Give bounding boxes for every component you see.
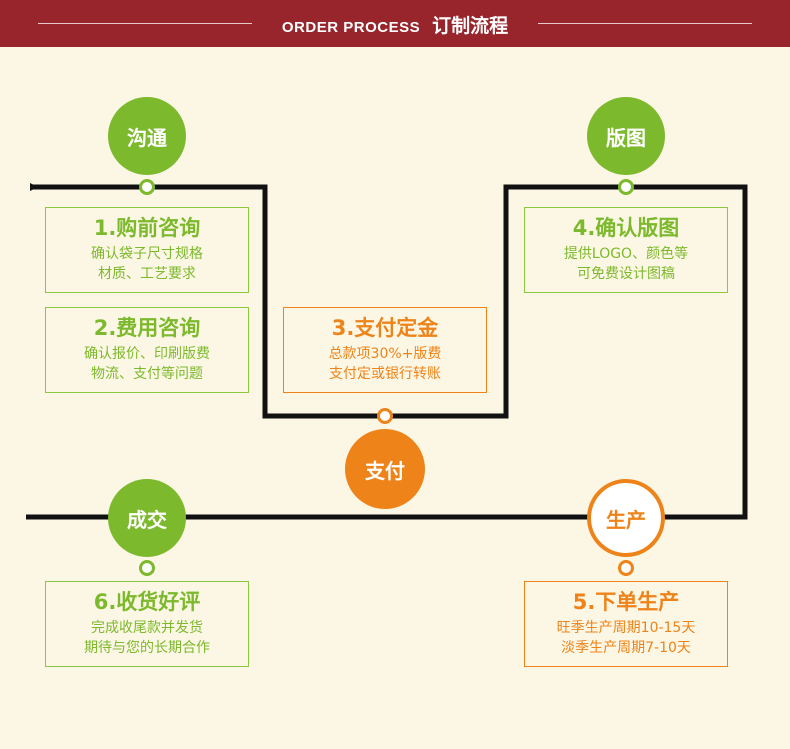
step-4-box: 4.确认版图 提供LOGO、颜色等 可免费设计图稿 — [524, 207, 728, 293]
produce-circle: 生产 — [587, 479, 665, 557]
header-right-rule — [538, 23, 752, 24]
step-3-text-2: 支付定或银行转账 — [329, 366, 441, 382]
layout-circle: 版图 — [587, 97, 665, 175]
layout-dot — [618, 179, 634, 195]
header-banner: ORDER PROCESS 订制流程 — [0, 0, 790, 47]
step-4-title: 4.确认版图 — [572, 216, 680, 240]
step-5-text-1: 旺季生产周期10-15天 — [556, 620, 696, 636]
produce-dot — [618, 560, 634, 576]
layout-label: 版图 — [606, 125, 646, 150]
deal-label: 成交 — [127, 507, 167, 532]
page-title: ORDER PROCESS 订制流程 — [0, 11, 790, 38]
step-6-text-1: 完成收尾款并发货 — [91, 620, 203, 636]
step-3-box: 3.支付定金 总款项30%+版费 支付定或银行转账 — [283, 307, 487, 393]
upper-process-path — [30, 184, 748, 520]
step-2-box: 2.费用咨询 确认报价、印刷版费 物流、支付等问题 — [45, 307, 249, 393]
step-6-box: 6.收货好评 完成收尾款并发货 期待与您的长期合作 — [45, 581, 249, 667]
produce-label: 生产 — [606, 507, 646, 532]
pay-circle: 支付 — [345, 429, 425, 509]
deal-dot — [139, 560, 155, 576]
header-left-rule — [38, 23, 252, 24]
step-5-title: 5.下单生产 — [572, 590, 680, 614]
step-5-box: 5.下单生产 旺季生产周期10-15天 淡季生产周期7-10天 — [524, 581, 728, 667]
title-en: ORDER PROCESS — [281, 19, 421, 36]
pay-dot — [377, 408, 393, 424]
step-5-text-2: 淡季生产周期7-10天 — [561, 640, 691, 656]
step-4-text-2: 可免费设计图稿 — [577, 266, 675, 282]
step-2-text-1: 确认报价、印刷版费 — [84, 346, 210, 362]
step-6-text-2: 期待与您的长期合作 — [84, 640, 210, 656]
communicate-circle: 沟通 — [108, 97, 186, 175]
step-2-title: 2.费用咨询 — [93, 316, 201, 340]
step-2-text-2: 物流、支付等问题 — [91, 366, 203, 382]
communicate-dot — [139, 179, 155, 195]
step-1-title: 1.购前咨询 — [93, 216, 201, 240]
step-6-title: 6.收货好评 — [93, 590, 201, 614]
step-4-text-1: 提供LOGO、颜色等 — [563, 246, 689, 262]
pay-label: 支付 — [365, 458, 405, 483]
communicate-label: 沟通 — [127, 125, 167, 150]
start-arrow-tip — [30, 183, 38, 191]
title-cn: 订制流程 — [432, 15, 509, 37]
step-1-box: 1.购前咨询 确认袋子尺寸规格 材质、工艺要求 — [45, 207, 249, 293]
step-3-text-1: 总款项30%+版费 — [328, 346, 442, 362]
step-1-text-2: 材质、工艺要求 — [98, 266, 196, 282]
step-3-title: 3.支付定金 — [331, 316, 439, 340]
step-1-text-1: 确认袋子尺寸规格 — [91, 246, 203, 262]
deal-circle: 成交 — [108, 479, 186, 557]
